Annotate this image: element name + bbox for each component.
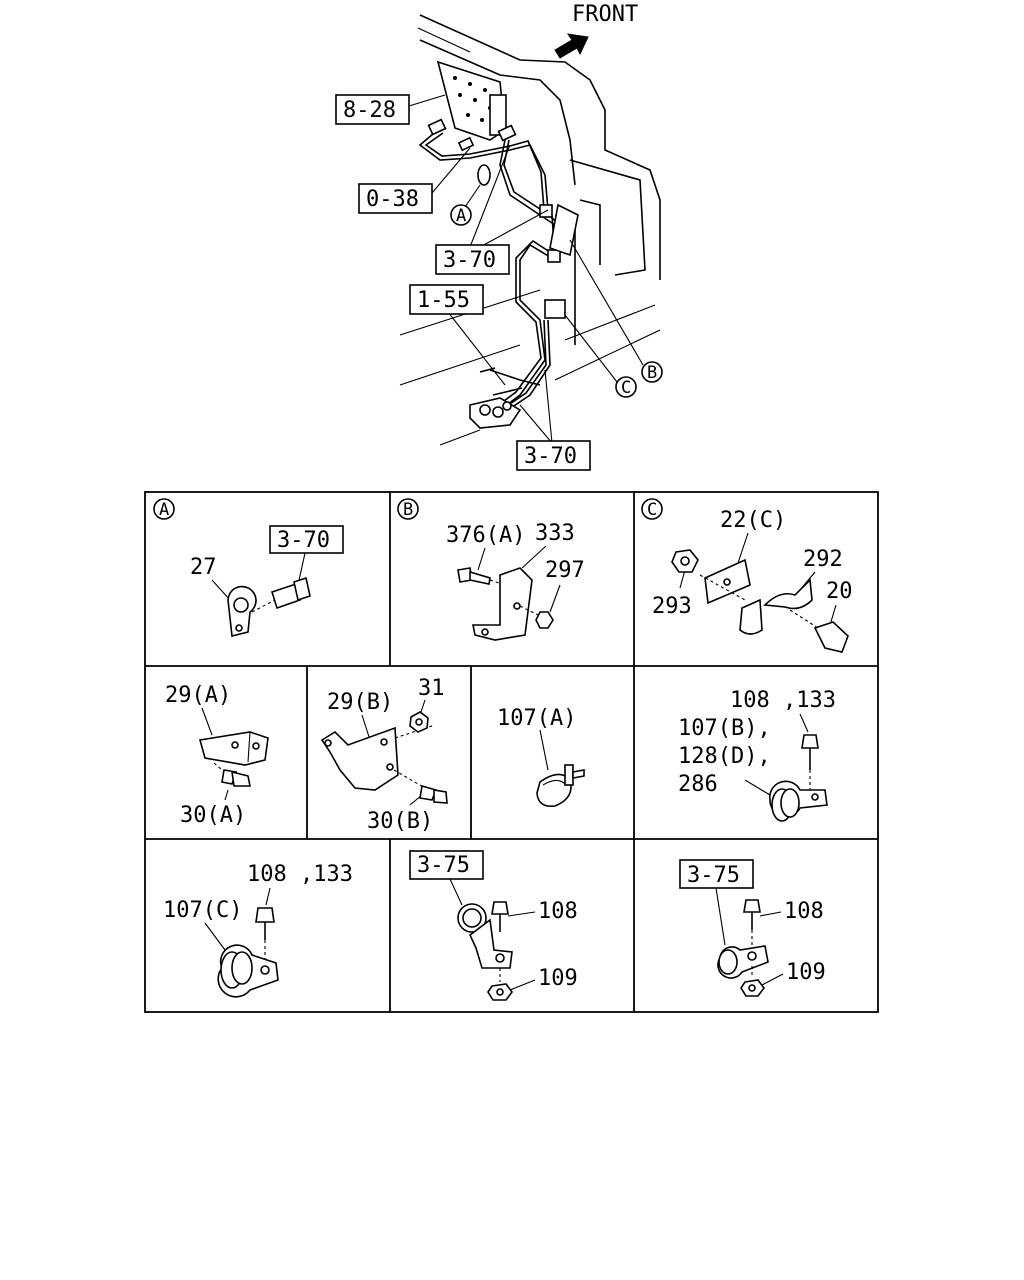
cell-c-293: 293 [652, 594, 692, 619]
cell-g-l3: 128(D), [678, 744, 771, 769]
cell-g-l4: 286 [678, 772, 718, 797]
cell-a-ref: 3-70 [277, 528, 330, 553]
frame-outline [419, 14, 661, 280]
ref-1-55: 1-55 [417, 288, 470, 313]
callout-b: B [647, 363, 657, 383]
top-assembly: FRONT [335, 2, 663, 471]
cell-h-l2: 107(C) [163, 898, 242, 923]
cell-c-292: 292 [803, 547, 843, 572]
clamp-c [544, 299, 566, 319]
cell-a-tag: A [159, 500, 169, 520]
cell-j-ref: 3-75 [687, 863, 740, 888]
detail-cell-e: 29(B) 31 30(B) [320, 676, 448, 834]
callout-c: C [621, 378, 631, 398]
ref-3-70-upper: 3-70 [443, 248, 496, 273]
cell-c-22c: 22(C) [720, 508, 786, 533]
ref-8-28: 8-28 [343, 98, 396, 123]
detail-cell-a: A 3-70 27 [153, 498, 344, 637]
ref-0-38: 0-38 [366, 187, 419, 212]
cell-b-333: 333 [535, 521, 575, 546]
cell-i-109: 109 [538, 966, 578, 991]
cell-e-30b: 30(B) [367, 809, 433, 834]
callout-a: A [456, 206, 466, 226]
cell-f-107a: 107(A) [497, 706, 576, 731]
cell-j-108: 108 [784, 899, 824, 924]
cell-d-30a: 30(A) [180, 803, 246, 828]
cell-a-27: 27 [190, 555, 217, 580]
cell-j-109: 109 [786, 960, 826, 985]
cell-h-l1: 108 ,133 [247, 862, 353, 887]
detail-cell-i: 3-75 108 109 [409, 850, 578, 1001]
detail-cell-d: 29(A) 30(A) [165, 683, 269, 828]
cell-b-tag: B [403, 500, 413, 520]
detail-cell-g: 108 ,133 107(B), 128(D), 286 [678, 688, 836, 822]
cell-i-ref: 3-75 [417, 853, 470, 878]
detail-cell-j: 3-75 108 109 [679, 859, 826, 997]
detail-cell-c: C 22(C) 292 293 20 [641, 498, 853, 653]
cell-c-20: 20 [826, 579, 853, 604]
front-arrow-icon [554, 33, 589, 59]
detail-cell-b: B 376(A) 333 297 [397, 498, 585, 641]
cell-e-29b: 29(B) [327, 690, 393, 715]
cell-c-tag: C [647, 500, 657, 520]
ref-3-70-lower: 3-70 [524, 444, 577, 469]
detail-cell-h: 108 ,133 107(C) [163, 862, 353, 998]
cell-d-29a: 29(A) [165, 683, 231, 708]
cell-g-l2: 107(B), [678, 716, 771, 741]
detail-cell-f: 107(A) [497, 706, 585, 808]
cell-g-l1: 108 ,133 [730, 688, 836, 713]
detail-grid [144, 491, 879, 1013]
front-label: FRONT [572, 2, 638, 27]
cell-b-376a: 376(A) [446, 523, 525, 548]
cell-b-297: 297 [545, 558, 585, 583]
cell-i-108: 108 [538, 899, 578, 924]
cell-e-31: 31 [418, 676, 445, 701]
